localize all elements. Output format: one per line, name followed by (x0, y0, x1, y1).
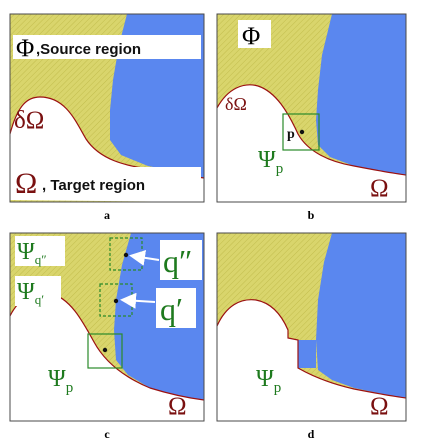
psi-q-double-prime-subscript: q″ (35, 252, 47, 267)
target-blue-region-b (316, 14, 406, 175)
q-prime-box (156, 288, 196, 328)
source-region-label: ,Source region (36, 41, 141, 58)
psi-q-prime-label: Ψq′ (17, 279, 44, 307)
delta-omega-boundary-d (216, 299, 407, 399)
target-label-box (13, 167, 201, 195)
caption-d: d (308, 427, 315, 441)
filled-patch-blue (298, 340, 316, 368)
psi-p-subscript: p (66, 380, 74, 396)
psi-symbol: Ψ (256, 366, 274, 392)
arrow-to-q-double-prime (129, 249, 160, 266)
psi-symbol: Ψ (17, 279, 35, 305)
psi-p-label: Ψp (48, 366, 73, 396)
psi-q-double-prime-label: Ψq″ (17, 239, 47, 267)
q-double-prime-dot (123, 252, 129, 258)
psi-q-prime-subscript: q′ (35, 292, 45, 307)
psi-symbol: Ψ (258, 147, 276, 173)
panel-d: Ψp Ω d (216, 232, 407, 441)
psi-q-double-prime-box (15, 236, 65, 266)
panel-c-frame (9, 232, 205, 422)
target-white-region-d (217, 299, 406, 421)
omega-symbol: Ω (168, 393, 187, 420)
panel-a: Φ ,Source region δΩ Ω , Target region a (9, 13, 205, 222)
p-label: p (287, 127, 295, 142)
target-white-region-c (10, 292, 204, 421)
target-blue-region-d (316, 233, 406, 398)
patch-center-p-dot (299, 129, 305, 135)
q-prime-label: q′ (160, 291, 183, 327)
psi-p-subscript: p (276, 161, 284, 177)
delta-omega-label: δΩ (14, 107, 44, 134)
psi-p-label: Ψp (256, 366, 281, 396)
omega-symbol: Ω (370, 175, 389, 202)
panel-d-frame (216, 232, 407, 422)
caption-b: b (308, 208, 315, 222)
phi-label-box (238, 20, 271, 48)
source-label-box (13, 35, 201, 59)
phi-symbol: Φ (242, 23, 260, 50)
panel-b: Φ δΩ p Ψp Ω b (216, 13, 407, 222)
target-white-region-b (217, 84, 406, 202)
patch-center-p-dot (102, 347, 108, 353)
q-double-prime-label: q″ (163, 243, 192, 279)
arrow-to-q-prime (120, 292, 156, 309)
delta-omega-label: δΩ (225, 94, 247, 114)
panel-c: Ψq″ Ψq′ q″ q′ Ψp Ω c (9, 232, 205, 441)
patch-psi-p-square (282, 113, 320, 151)
caption-a: a (104, 208, 110, 222)
psi-p-subscript: p (274, 380, 282, 396)
q-double-prime-box (160, 240, 202, 280)
phi-symbol: Φ (16, 35, 34, 62)
panel-b-frame (216, 13, 407, 203)
delta-omega-boundary-b (216, 84, 407, 176)
caption-c: c (104, 427, 110, 441)
patch-psi-p-square (87, 333, 123, 369)
omega-symbol: Ω (15, 167, 37, 200)
panel-a-frame (9, 13, 205, 203)
psi-q-prime-box (15, 276, 61, 306)
q-prime-dot (113, 298, 119, 304)
psi-p-label: Ψp (258, 147, 283, 177)
psi-symbol: Ψ (48, 366, 66, 392)
target-region-label: , Target region (42, 177, 145, 194)
psi-symbol: Ψ (17, 239, 35, 265)
omega-symbol: Ω (370, 393, 389, 420)
